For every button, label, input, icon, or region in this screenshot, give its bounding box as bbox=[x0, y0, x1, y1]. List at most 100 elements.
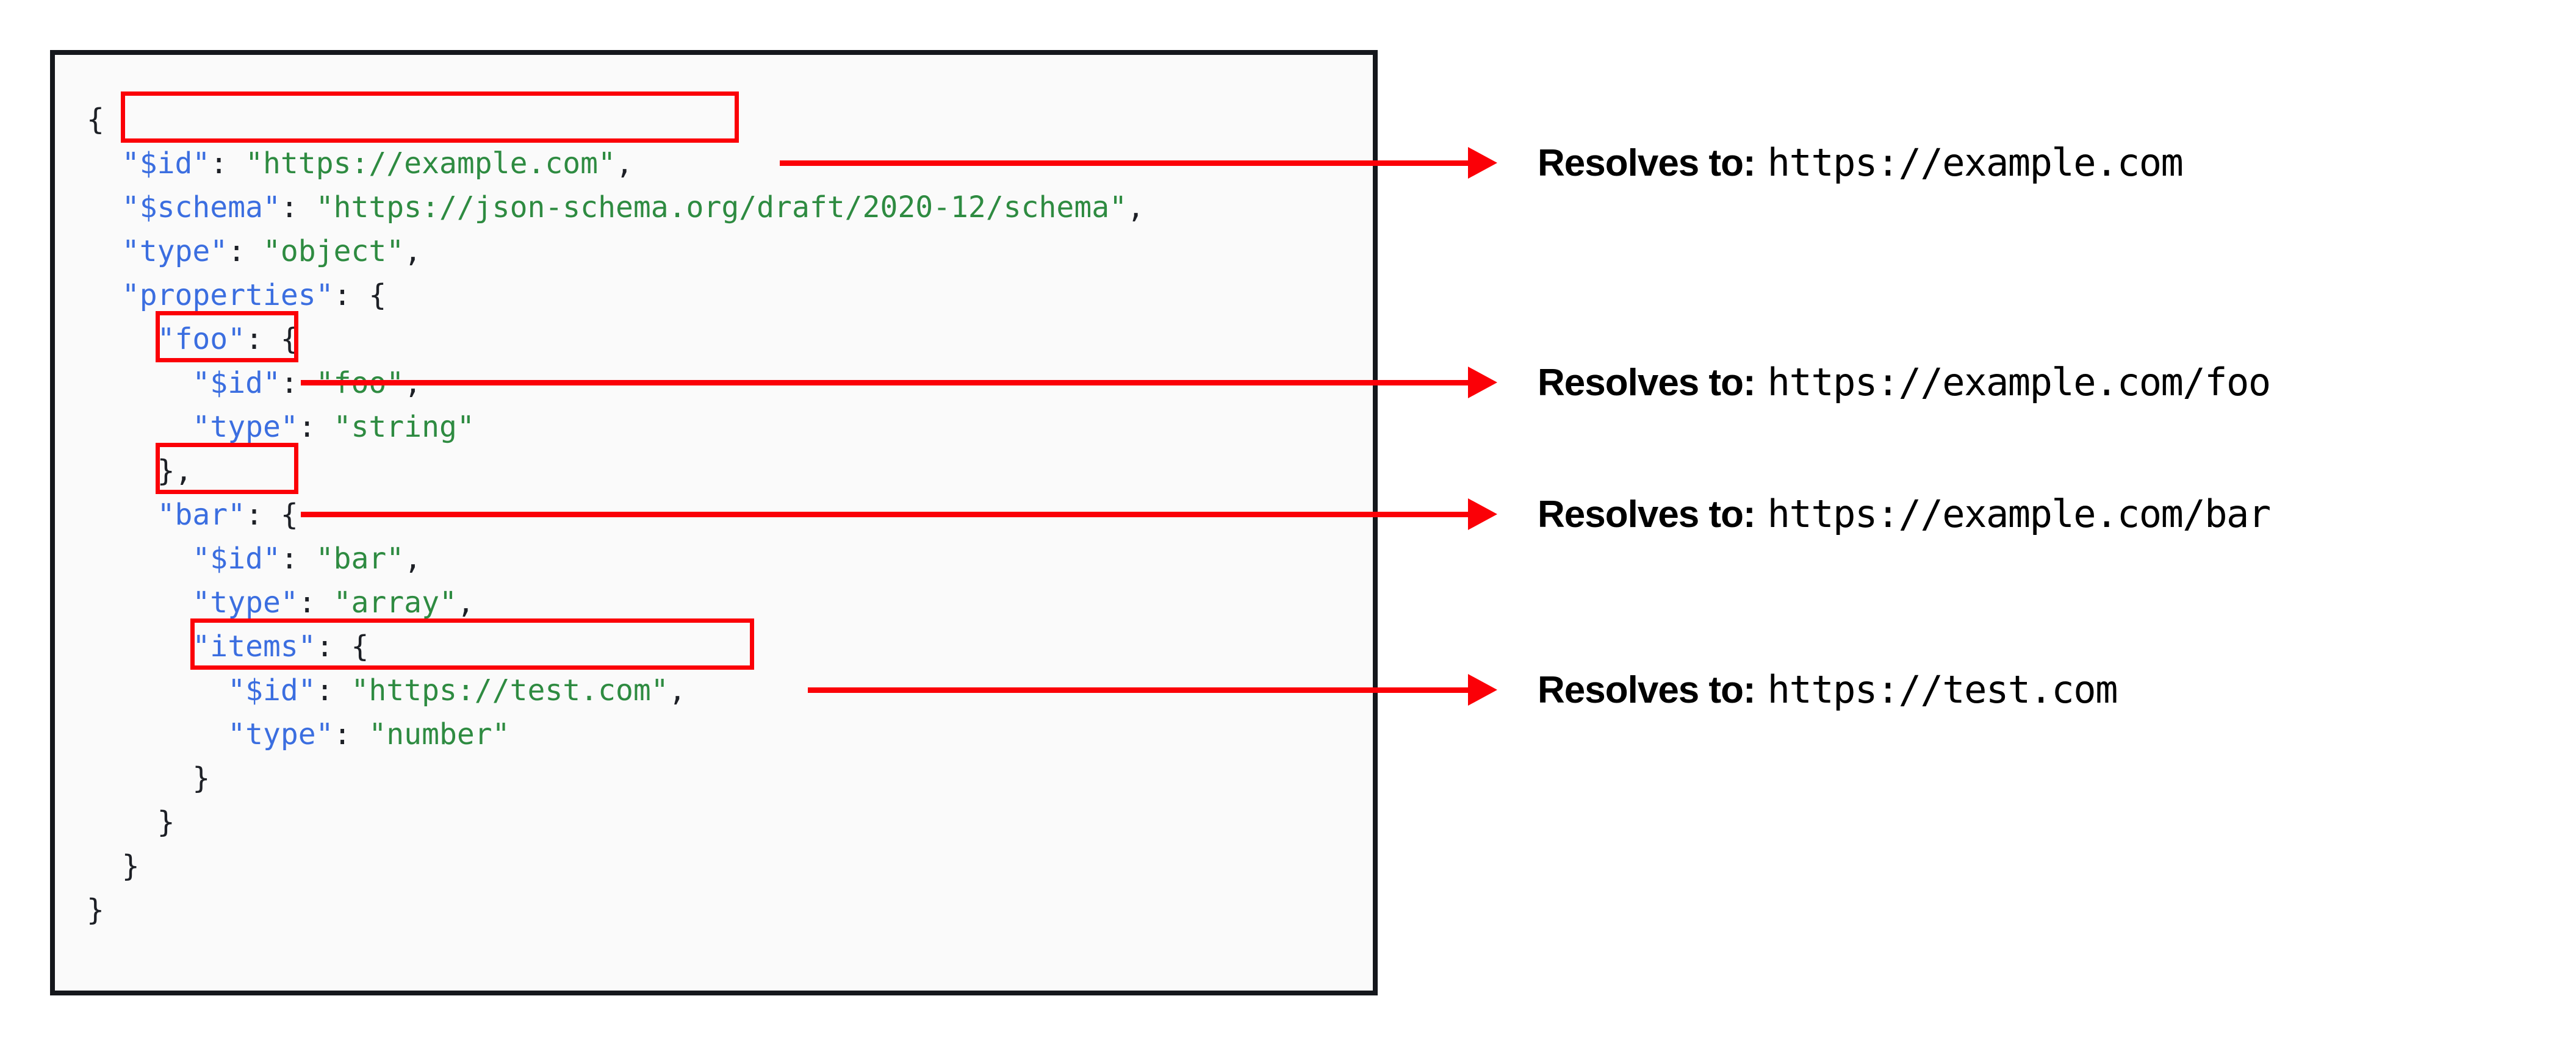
annotation-row-2: Resolves to: https://example.com/foo bbox=[1538, 360, 2272, 404]
code-token-key: "$id" bbox=[192, 542, 281, 576]
annotation-row-4: Resolves to: https://test.com bbox=[1538, 667, 2118, 712]
code-indent bbox=[87, 278, 122, 312]
code-token-punct: , bbox=[404, 542, 422, 576]
code-token-punct: : bbox=[280, 190, 316, 224]
code-token-punct: } bbox=[87, 893, 104, 927]
code-token-punct: : bbox=[315, 673, 351, 708]
code-token-key: "type" bbox=[192, 410, 298, 444]
resolves-to-label: Resolves to: bbox=[1538, 669, 1756, 711]
code-token-punct: , bbox=[668, 673, 686, 708]
code-indent bbox=[87, 586, 192, 620]
code-token-key: "type" bbox=[228, 717, 334, 751]
code-token-punct: , bbox=[615, 146, 633, 181]
code-indent bbox=[87, 761, 192, 795]
code-line: "bar": { bbox=[87, 493, 1145, 537]
code-indent bbox=[87, 454, 157, 488]
code-token-key: "$id" bbox=[121, 146, 210, 181]
annotation-row-1: Resolves to: https://example.com bbox=[1538, 140, 2184, 185]
code-line: { bbox=[87, 98, 1145, 142]
code-indent bbox=[87, 805, 157, 839]
code-line: "$id": "bar", bbox=[87, 537, 1145, 581]
code-line: "$id": "https://example.com", bbox=[87, 142, 1145, 185]
code-token-punct: : { bbox=[333, 278, 387, 312]
code-token-punct: : { bbox=[245, 498, 298, 532]
code-line: } bbox=[87, 800, 1145, 844]
code-line: "type": "object", bbox=[87, 229, 1145, 273]
code-line: } bbox=[87, 888, 1145, 932]
code-token-punct: , bbox=[404, 234, 422, 268]
code-token-punct: : bbox=[298, 586, 334, 620]
code-token-key: "$schema" bbox=[121, 190, 281, 224]
code-token-str: "string" bbox=[333, 410, 475, 444]
code-token-punct: : { bbox=[245, 322, 298, 356]
code-line: "type": "string" bbox=[87, 405, 1145, 449]
json-code-panel: { "$id": "https://example.com", "$schema… bbox=[50, 50, 1378, 995]
code-line: "type": "array", bbox=[87, 581, 1145, 625]
code-line: "foo": { bbox=[87, 317, 1145, 361]
connector-arrowhead-4 bbox=[1468, 674, 1497, 706]
code-indent bbox=[87, 366, 192, 400]
code-indent bbox=[87, 322, 157, 356]
code-indent bbox=[87, 673, 228, 708]
connector-line-3 bbox=[301, 512, 1468, 517]
code-token-str: "array" bbox=[333, 586, 457, 620]
code-token-punct: : bbox=[333, 717, 369, 751]
code-indent bbox=[87, 190, 122, 224]
resolved-url: https://example.com bbox=[1767, 140, 2184, 185]
code-token-str: "https://json-schema.org/draft/2020-12/s… bbox=[315, 190, 1128, 224]
code-indent bbox=[87, 410, 192, 444]
code-indent bbox=[87, 146, 122, 181]
code-token-punct: : bbox=[298, 410, 334, 444]
connector-arrowhead-1 bbox=[1468, 147, 1497, 179]
connector-line-4 bbox=[808, 687, 1468, 693]
code-line: "$id": "foo", bbox=[87, 361, 1145, 405]
json-code-block: { "$id": "https://example.com", "$schema… bbox=[87, 98, 1145, 932]
code-line: "$id": "https://test.com", bbox=[87, 668, 1145, 712]
annotation-row-3: Resolves to: https://example.com/bar bbox=[1538, 492, 2271, 536]
code-token-key: "properties" bbox=[121, 278, 334, 312]
code-token-punct: : bbox=[280, 366, 316, 400]
code-line: }, bbox=[87, 449, 1145, 493]
resolves-to-label: Resolves to: bbox=[1538, 362, 1756, 404]
code-token-key: "type" bbox=[192, 586, 298, 620]
code-token-punct: , bbox=[1127, 190, 1145, 224]
code-indent bbox=[87, 234, 122, 268]
code-indent bbox=[87, 717, 228, 751]
code-indent bbox=[87, 542, 192, 576]
code-token-punct: } bbox=[157, 805, 175, 839]
resolved-url: https://test.com bbox=[1767, 667, 2118, 712]
code-line: "type": "number" bbox=[87, 712, 1145, 756]
code-line: } bbox=[87, 844, 1145, 888]
code-token-key: "$id" bbox=[192, 366, 281, 400]
resolves-to-label: Resolves to: bbox=[1538, 493, 1756, 536]
code-token-str: "https://example.com" bbox=[245, 146, 616, 181]
connector-arrowhead-3 bbox=[1468, 498, 1497, 530]
code-token-punct: : bbox=[280, 542, 316, 576]
code-token-key: "$id" bbox=[228, 673, 316, 708]
connector-arrowhead-2 bbox=[1468, 367, 1497, 398]
code-token-punct: } bbox=[121, 849, 140, 883]
connector-line-2 bbox=[301, 380, 1468, 385]
code-token-str: "https://test.com" bbox=[351, 673, 669, 708]
code-indent bbox=[87, 629, 192, 664]
code-line: } bbox=[87, 756, 1145, 800]
code-token-key: "items" bbox=[192, 629, 316, 664]
connector-line-1 bbox=[780, 160, 1468, 166]
code-token-key: "foo" bbox=[157, 322, 246, 356]
code-indent bbox=[87, 498, 157, 532]
code-token-punct: } bbox=[192, 761, 210, 795]
code-token-punct: : bbox=[228, 234, 263, 268]
code-token-str: "number" bbox=[369, 717, 510, 751]
code-indent bbox=[87, 849, 122, 883]
code-token-key: "bar" bbox=[157, 498, 246, 532]
code-token-punct: { bbox=[87, 102, 104, 137]
resolves-to-label: Resolves to: bbox=[1538, 142, 1756, 184]
code-line: "$schema": "https://json-schema.org/draf… bbox=[87, 185, 1145, 229]
code-token-key: "type" bbox=[121, 234, 228, 268]
code-line: "properties": { bbox=[87, 273, 1145, 317]
code-token-punct: : bbox=[210, 146, 246, 181]
resolved-url: https://example.com/foo bbox=[1767, 360, 2272, 404]
code-token-punct: : { bbox=[315, 629, 369, 664]
code-token-str: "bar" bbox=[315, 542, 405, 576]
code-token-str: "object" bbox=[262, 234, 405, 268]
